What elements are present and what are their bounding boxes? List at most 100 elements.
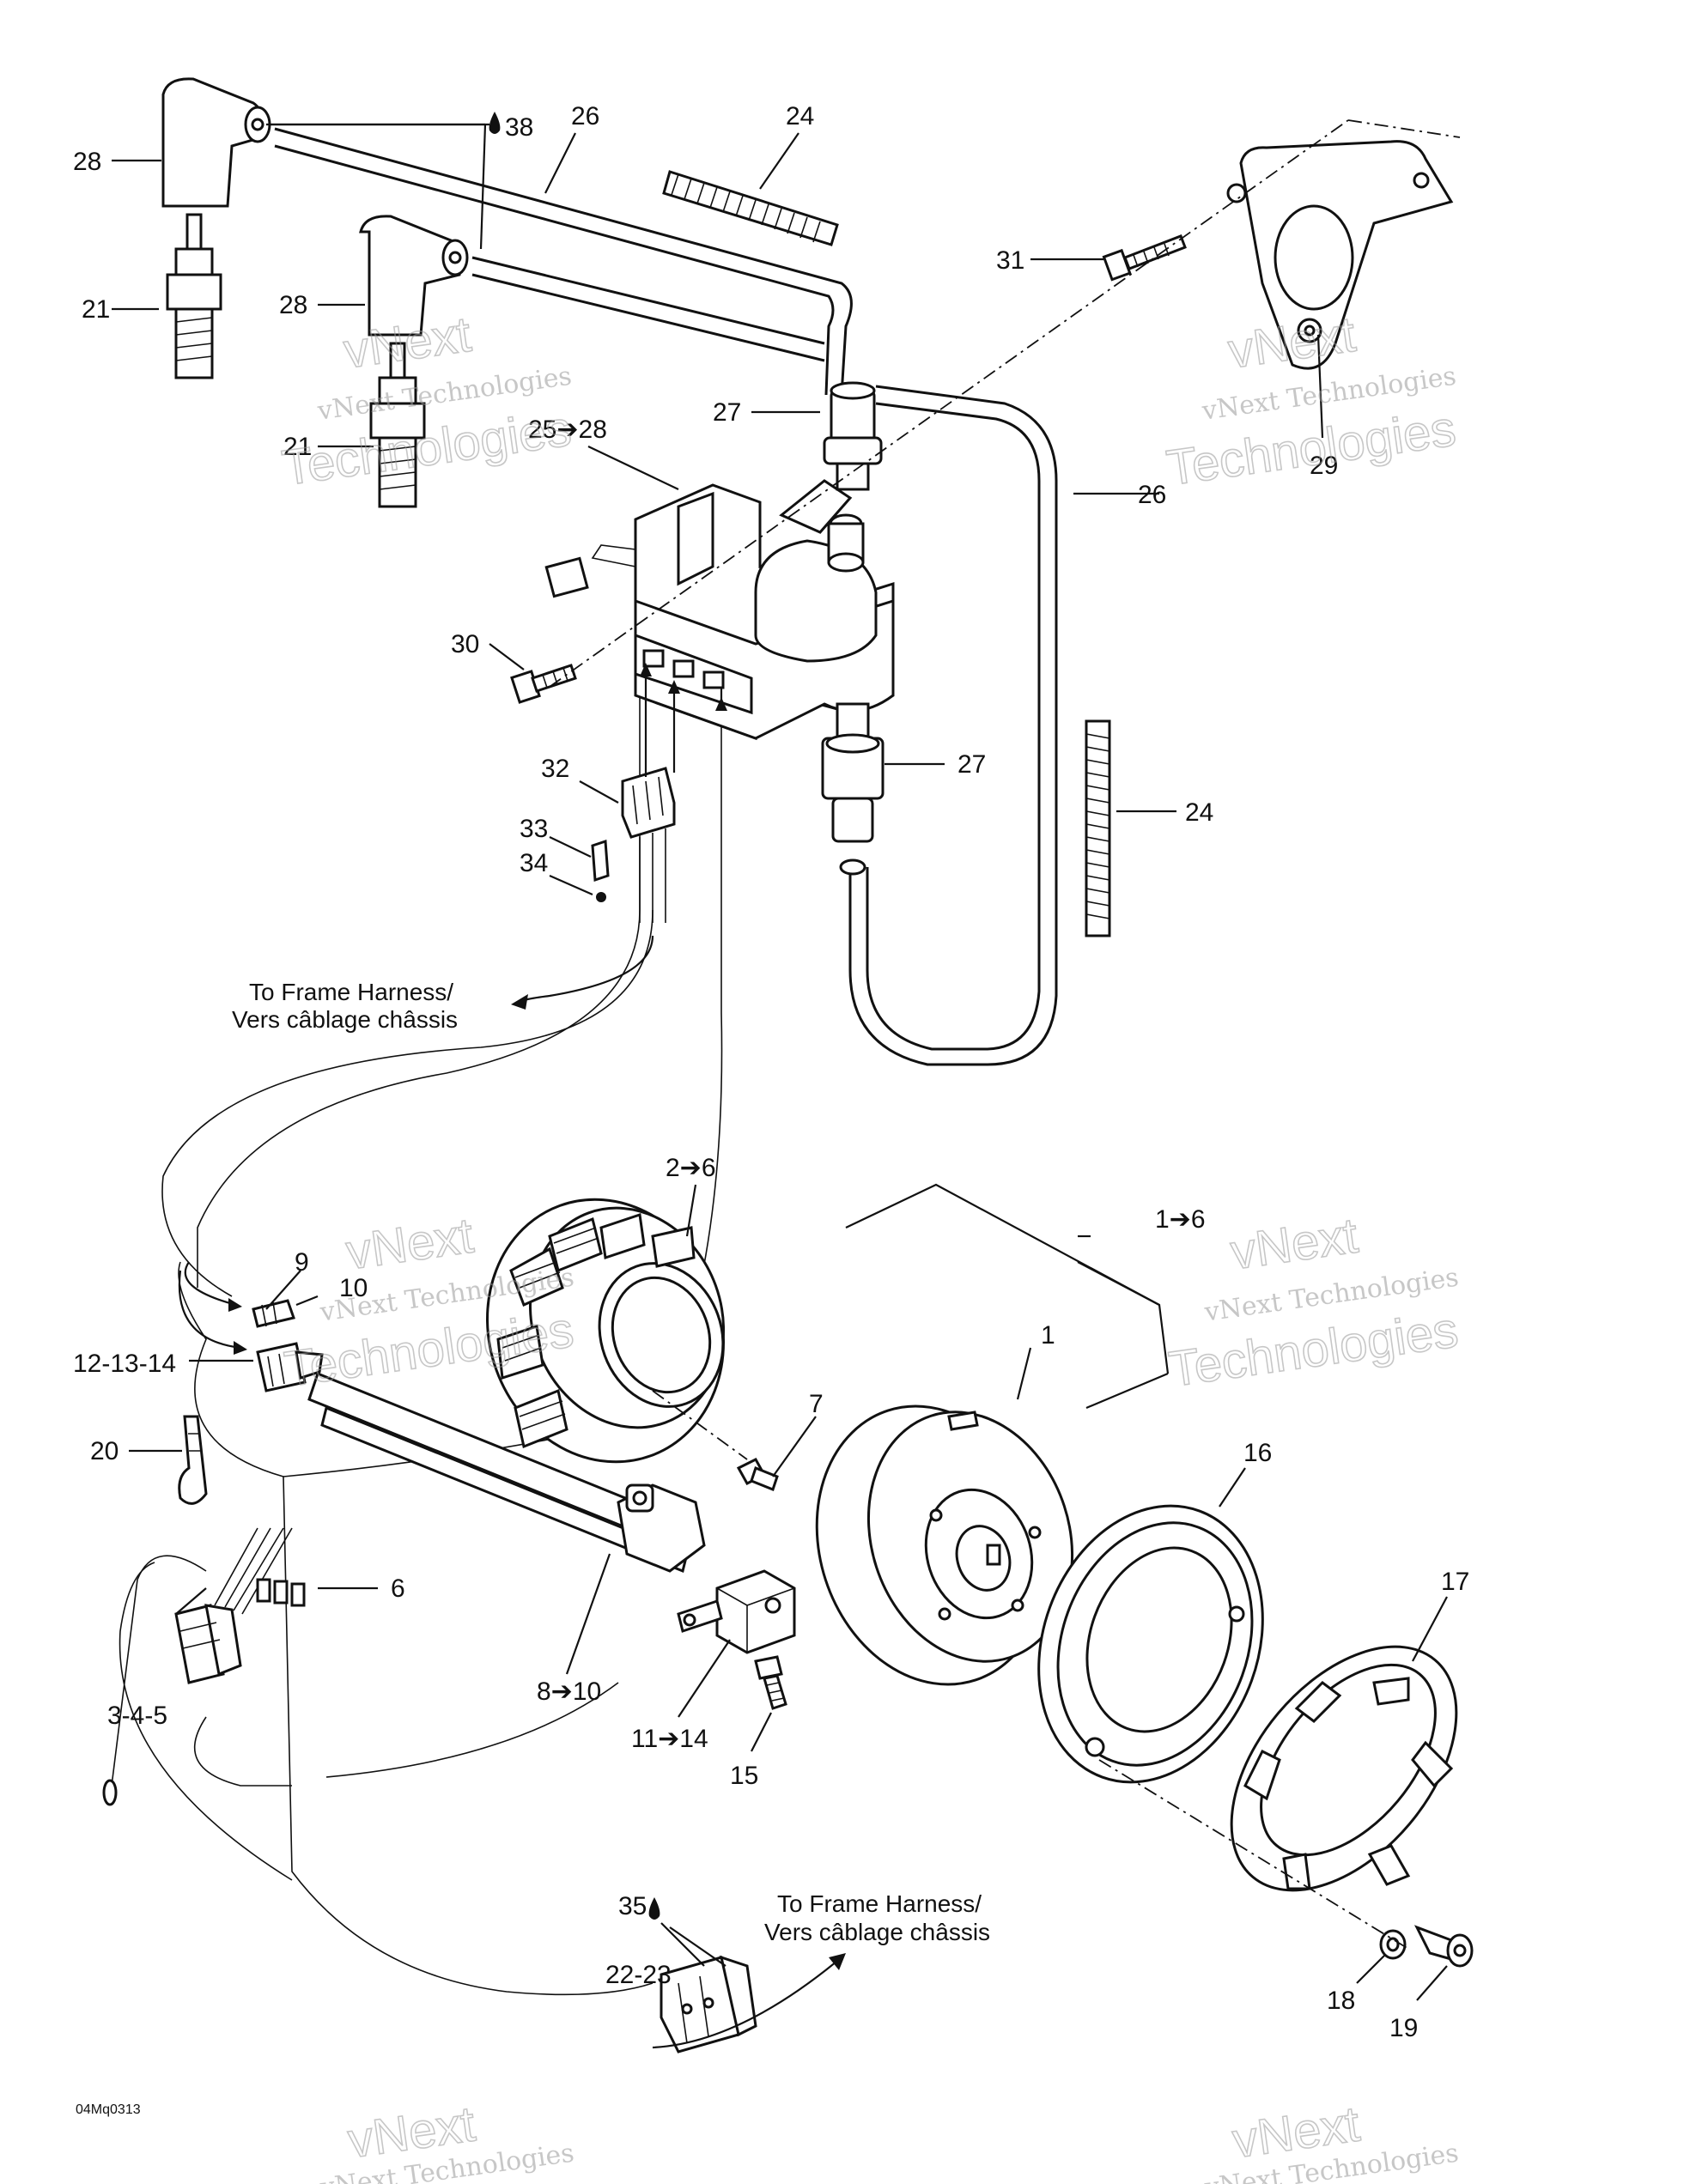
center-line-bracket (549, 119, 1349, 688)
terminal-33 (591, 839, 610, 883)
label-24-upper: 24 (786, 102, 814, 130)
spark-plug-upper (166, 213, 222, 379)
label-28-upper: 28 (73, 148, 101, 176)
label-20: 20 (90, 1437, 119, 1465)
connector-22-23 (660, 1955, 757, 2054)
high-tension-wire-lower (471, 256, 825, 345)
label-35: 35 (618, 1892, 647, 1920)
flywheel (815, 1404, 1074, 1686)
frame-harness-note-bottom-line2: Vers câblage châssis (764, 1919, 990, 1945)
watermark-text: vNext (1227, 1208, 1361, 1281)
seal-34 (596, 892, 606, 902)
frame-harness-note-top-line1: To Frame Harness/ (249, 979, 453, 1005)
watermark-top-left: vNext vNext Technologies Technologies (278, 306, 575, 497)
label-9: 9 (295, 1248, 309, 1277)
frame-harness-note-bottom-line1: To Frame Harness/ (777, 1890, 982, 1917)
label-33: 33 (520, 815, 548, 843)
label-2-to-6: 2➔6 (666, 1154, 716, 1182)
label-26-right: 26 (1138, 481, 1166, 509)
center-line-stator (652, 1390, 748, 1460)
label-21-upper: 21 (82, 295, 110, 324)
screw-19 (1413, 1925, 1474, 1968)
screw-15 (754, 1655, 787, 1710)
label-10: 10 (339, 1274, 368, 1302)
screw-30 (510, 664, 577, 704)
cable-tie (178, 1415, 208, 1505)
lubricant-drop-icon (648, 1897, 660, 1920)
sensor-lead (102, 1555, 207, 1806)
label-1: 1 (1041, 1321, 1055, 1350)
spark-plug-cap-upper (161, 77, 271, 208)
center-line-pulley (1098, 1759, 1409, 1950)
high-tension-connector-upper (823, 381, 883, 491)
harness-wire-2 (197, 695, 641, 1288)
label-24-right: 24 (1185, 798, 1213, 827)
watermark-bottom-right: vNext vNext Technologies (1202, 2096, 1461, 2184)
label-32: 32 (541, 755, 569, 783)
spiral-wrap-right (1085, 719, 1111, 937)
spiral-wrap-upper (662, 170, 839, 246)
high-tension-wire-upper-inner (274, 144, 835, 396)
high-tension-wire-right (848, 385, 1058, 1066)
mounting-bracket (1226, 140, 1454, 370)
label-31: 31 (996, 246, 1024, 275)
label-27-lower: 27 (957, 750, 986, 779)
harness-wire-1 (161, 909, 654, 1297)
watermark-bottom-left: vNext vNext Technologies (318, 2096, 576, 2184)
label-29: 29 (1310, 452, 1338, 480)
frame-harness-note-bottom: To Frame Harness/ Vers câblage châssis (764, 1890, 990, 1945)
screw-7 (736, 1458, 779, 1491)
part-labels: 28 38 26 24 21 28 31 27 25➔28 21 29 26 3… (73, 102, 1469, 2042)
spark-plug-lower (369, 342, 426, 508)
trigger-ring (1037, 1504, 1264, 1784)
label-12-13-14: 12-13-14 (73, 1350, 176, 1378)
watermark-text: vNext (1225, 306, 1359, 379)
trigger-coil-bracket (617, 1483, 706, 1573)
drawing-code: 04Mq0313 (76, 2102, 141, 2117)
connector-12-13-14 (256, 1342, 324, 1392)
screw-31 (1102, 234, 1187, 282)
connector-housing-32 (621, 767, 676, 923)
label-21-lower: 21 (283, 433, 312, 461)
starting-pulley (1230, 1645, 1458, 1892)
arrows (178, 663, 846, 2049)
leader-lines (112, 123, 1448, 2001)
label-3-4-5: 3-4-5 (107, 1702, 167, 1730)
label-16: 16 (1243, 1439, 1272, 1467)
frame-harness-note-top-line2: Vers câblage châssis (232, 1006, 458, 1033)
label-15: 15 (730, 1762, 758, 1790)
high-tension-wire-upper (274, 127, 853, 396)
lubricant-drop-icon (489, 112, 501, 134)
connector-3-4-5 (174, 1527, 306, 1684)
trigger-coil (677, 1569, 796, 1654)
washer-18 (1379, 1929, 1407, 1960)
label-25-to-28: 25➔28 (528, 416, 607, 444)
high-tension-wire-lower-inner (471, 273, 825, 362)
label-38: 38 (505, 113, 533, 142)
ignition-coil-module (544, 479, 895, 741)
label-27-upper: 27 (713, 398, 741, 427)
connector-9 (252, 1299, 295, 1328)
label-18: 18 (1327, 1987, 1355, 2015)
label-22-23: 22-23 (605, 1961, 672, 1989)
spark-plug-cap-lower (359, 215, 469, 337)
label-6: 6 (391, 1574, 405, 1603)
stator (486, 1198, 726, 1464)
label-30: 30 (451, 630, 479, 658)
high-tension-wire-right-inner (866, 402, 1041, 1051)
watermark-text: vNext (343, 1208, 477, 1281)
high-tension-connector-lower (821, 702, 885, 876)
watermark-top-right: vNext vNext Technologies Technologies (1163, 306, 1460, 497)
label-7: 7 (809, 1390, 824, 1418)
label-8-to-10: 8➔10 (537, 1677, 601, 1706)
watermark-text: vNext (340, 306, 474, 379)
label-34: 34 (520, 849, 548, 877)
label-11-to-14: 11➔14 (631, 1725, 708, 1753)
center-line-bracket-ext (1347, 119, 1461, 138)
frame-harness-note-top: To Frame Harness/ Vers câblage châssis (232, 979, 458, 1033)
label-19: 19 (1389, 2014, 1418, 2042)
label-1-to-6: 1➔6 (1155, 1205, 1206, 1234)
label-17: 17 (1441, 1568, 1469, 1596)
harness-wire-8 (325, 1682, 619, 1778)
